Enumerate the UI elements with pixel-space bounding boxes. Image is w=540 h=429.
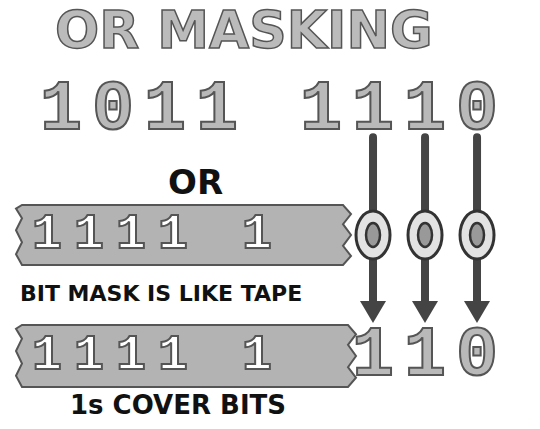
zero-ring	[460, 211, 494, 259]
zero-ring	[356, 211, 390, 259]
mask-tape: 1111 1	[16, 205, 351, 265]
mask-bits: 1111 1	[16, 205, 284, 265]
result-bits: 110	[352, 322, 508, 392]
mask-bits: 1111 1	[16, 325, 284, 387]
mask-zero	[408, 211, 442, 259]
tape-shape	[16, 325, 356, 387]
arrow-head	[464, 301, 490, 323]
arrow-head	[412, 301, 438, 323]
value-bits: 1011 1110	[40, 76, 508, 146]
mask-zero	[460, 211, 494, 259]
zero-hole	[418, 223, 432, 247]
operator-label: OR	[168, 165, 223, 199]
note-text: 1s COVER BITS	[70, 392, 286, 418]
mask-zero-group	[356, 211, 494, 259]
zero-hole	[366, 223, 380, 247]
zero-hole	[470, 223, 484, 247]
arrow-head	[360, 301, 386, 323]
mask-zero	[356, 211, 390, 259]
mask-tape: 1111 1	[16, 325, 356, 387]
tape-shape	[16, 205, 351, 265]
zero-ring	[408, 211, 442, 259]
note-text: BIT MASK IS LIKE TAPE	[20, 283, 302, 305]
arrow-group	[360, 137, 490, 323]
title: OR MASKING	[55, 4, 433, 56]
